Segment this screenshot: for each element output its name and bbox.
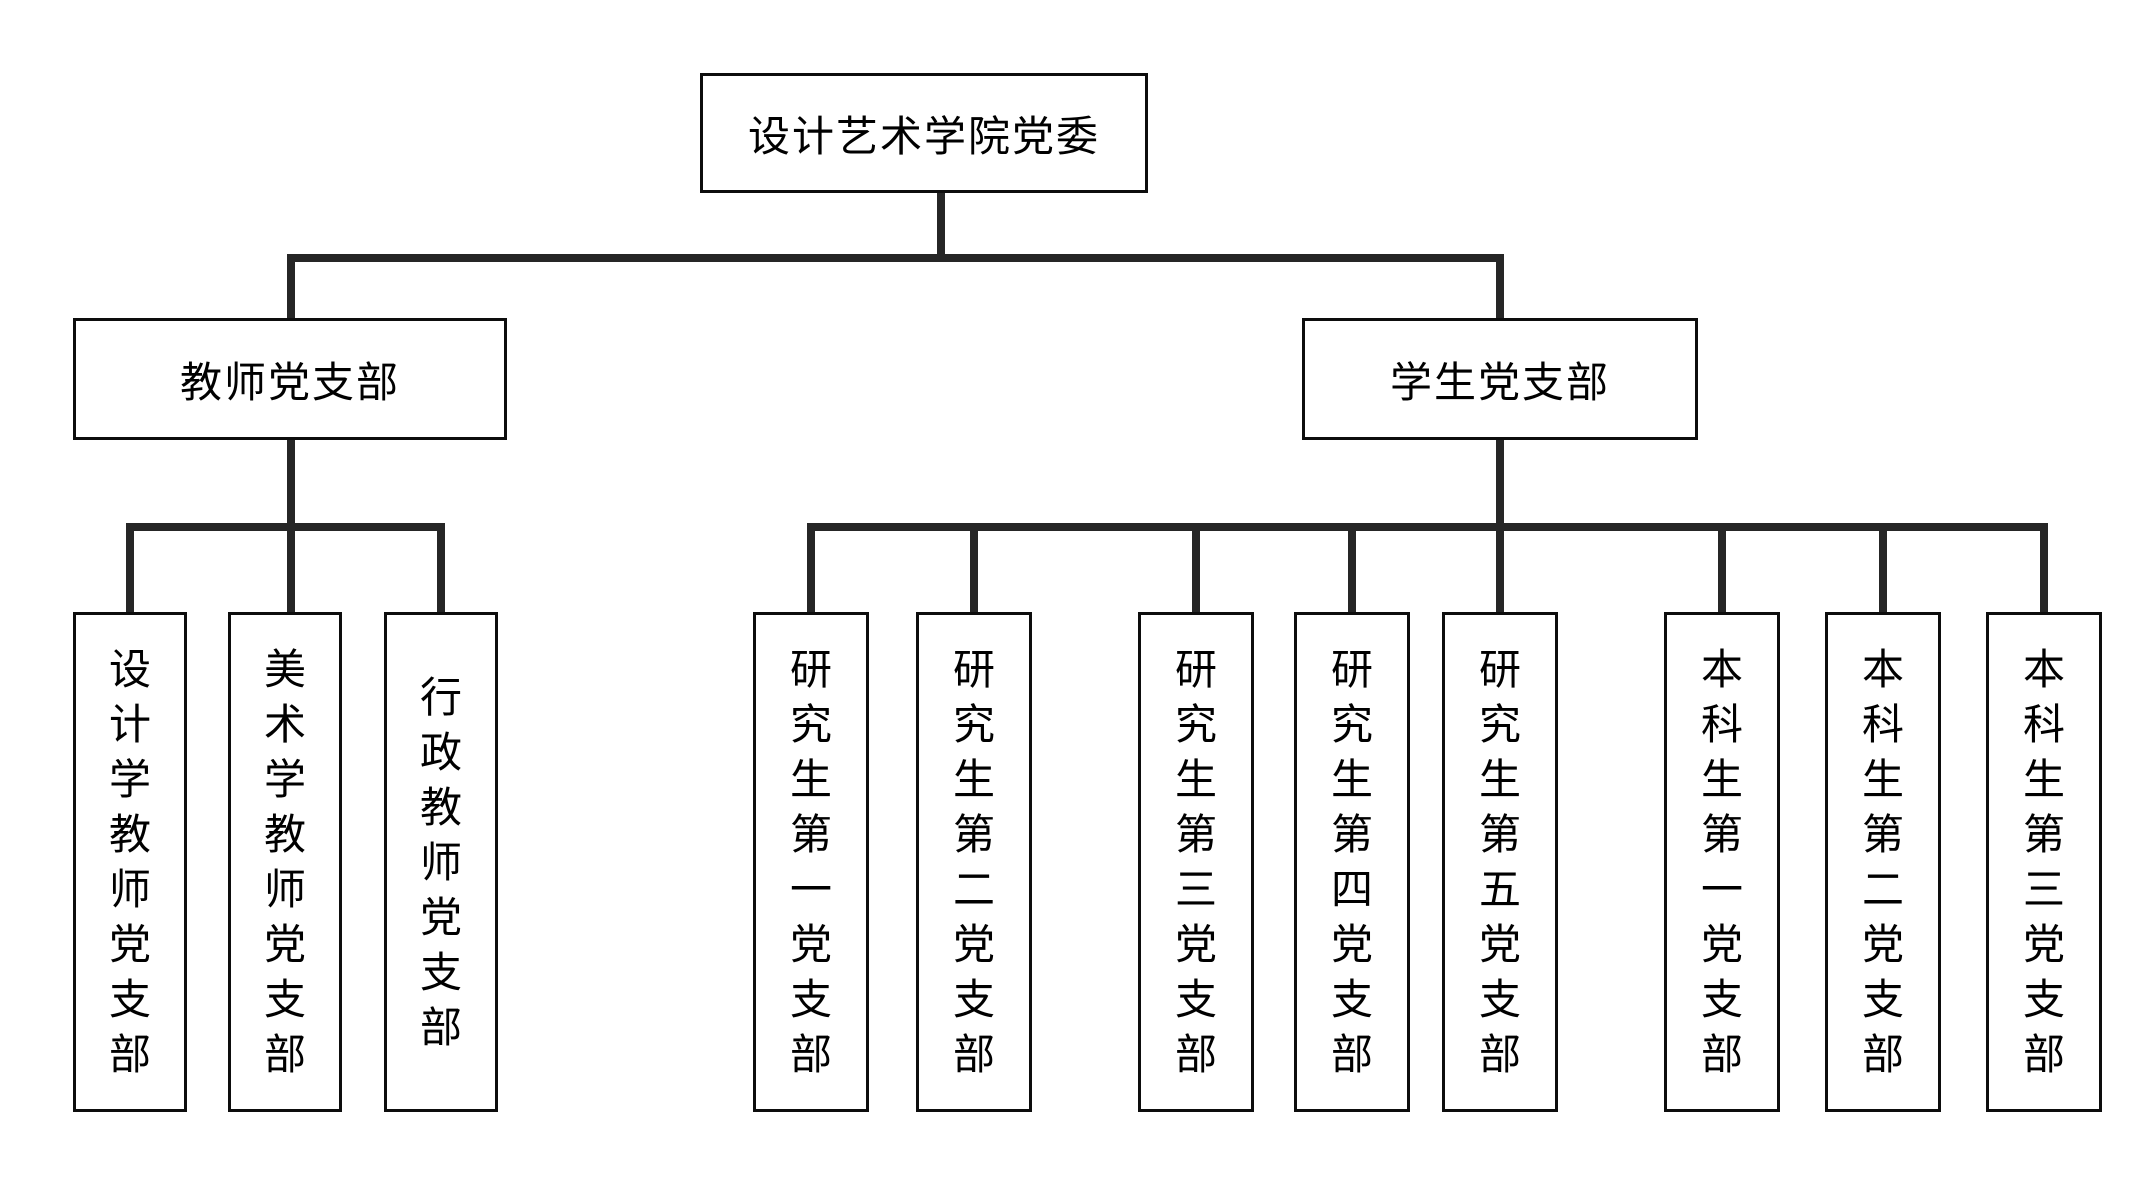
connector-student-child6-drop <box>1718 523 1726 615</box>
node-label: 本 科 生 第 一 党 支 部 <box>1700 646 1743 1078</box>
node-student-child-grad-3: 研 究 生 第 三 党 支 部 <box>1138 612 1254 1112</box>
node-teacher-branch: 教师党支部 <box>73 318 507 440</box>
node-label: 研 究 生 第 三 党 支 部 <box>1174 646 1217 1078</box>
connector-teacher-child1-drop <box>126 523 134 615</box>
connector-student-horizontal <box>807 523 2048 531</box>
node-label: 研 究 生 第 二 党 支 部 <box>952 646 995 1078</box>
node-root-party-committee: 设计艺术学院党委 <box>700 73 1148 193</box>
node-label: 学生党支部 <box>1389 358 1610 406</box>
node-label: 教师党支部 <box>179 358 400 406</box>
node-student-branch: 学生党支部 <box>1302 318 1698 440</box>
connector-student-child1-drop <box>807 523 815 615</box>
connector-student-child3-drop <box>1192 523 1200 615</box>
connector-root-vertical <box>937 193 945 258</box>
connector-level1-horizontal <box>287 254 1504 262</box>
node-student-child-undergrad-1: 本 科 生 第 一 党 支 部 <box>1664 612 1780 1112</box>
node-label: 研 究 生 第 四 党 支 部 <box>1330 646 1373 1078</box>
connector-student-child4-drop <box>1348 523 1356 615</box>
node-label: 行 政 教 师 党 支 部 <box>419 673 462 1051</box>
node-label: 本 科 生 第 二 党 支 部 <box>1861 646 1904 1078</box>
node-teacher-child-design: 设 计 学 教 师 党 支 部 <box>73 612 187 1112</box>
node-label: 美 术 学 教 师 党 支 部 <box>263 646 306 1078</box>
node-teacher-child-fine-arts: 美 术 学 教 师 党 支 部 <box>228 612 342 1112</box>
node-label: 研 究 生 第 一 党 支 部 <box>789 646 832 1078</box>
node-student-child-grad-2: 研 究 生 第 二 党 支 部 <box>916 612 1032 1112</box>
connector-teacher-drop <box>287 254 295 322</box>
connector-student-child2-drop <box>970 523 978 615</box>
node-label: 设计艺术学院党委 <box>747 112 1100 160</box>
node-student-child-undergrad-2: 本 科 生 第 二 党 支 部 <box>1825 612 1941 1112</box>
node-label: 设 计 学 教 师 党 支 部 <box>108 646 151 1078</box>
node-student-child-undergrad-3: 本 科 生 第 三 党 支 部 <box>1986 612 2102 1112</box>
node-label: 研 究 生 第 五 党 支 部 <box>1478 646 1521 1078</box>
node-student-child-grad-1: 研 究 生 第 一 党 支 部 <box>753 612 869 1112</box>
node-student-child-grad-4: 研 究 生 第 四 党 支 部 <box>1294 612 1410 1112</box>
connector-student-drop <box>1496 254 1504 322</box>
connector-student-child8-drop <box>2040 523 2048 615</box>
node-teacher-child-admin: 行 政 教 师 党 支 部 <box>384 612 498 1112</box>
node-label: 本 科 生 第 三 党 支 部 <box>2022 646 2065 1078</box>
connector-teacher-horizontal <box>126 523 445 531</box>
node-student-child-grad-5: 研 究 生 第 五 党 支 部 <box>1442 612 1558 1112</box>
connector-teacher-child3-drop <box>437 523 445 615</box>
connector-student-child7-drop <box>1879 523 1887 615</box>
